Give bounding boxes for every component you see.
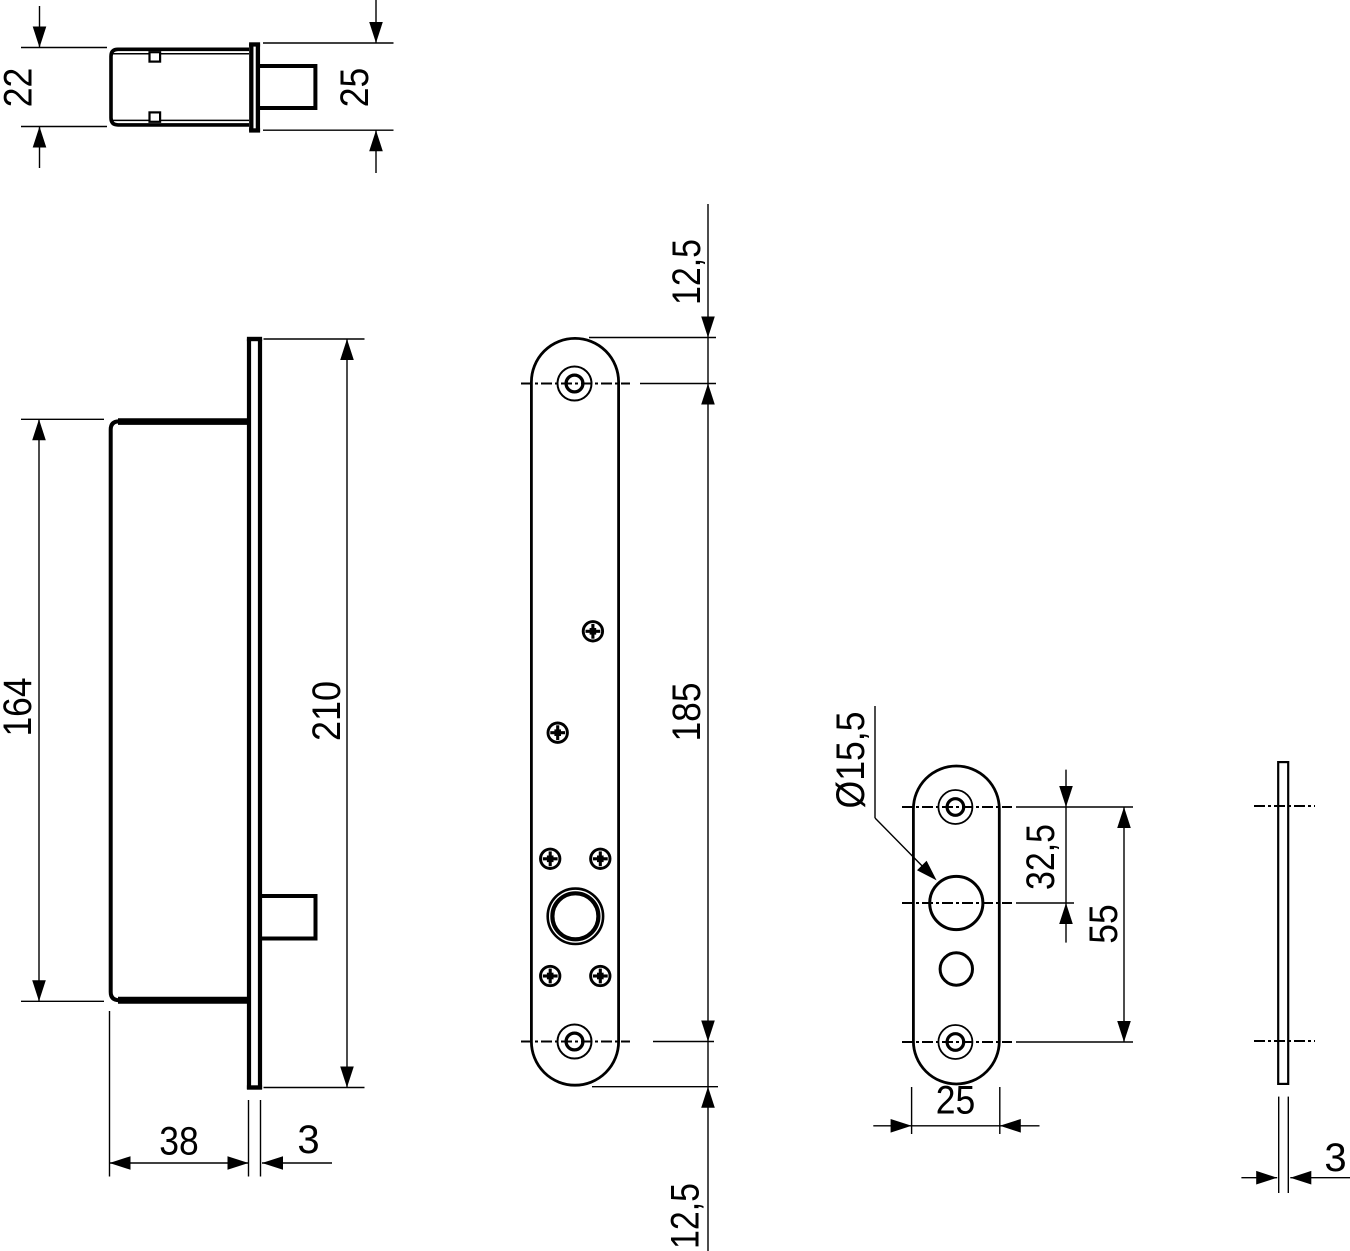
svg-text:12,5: 12,5: [664, 1183, 708, 1249]
svg-text:Ø15,5: Ø15,5: [829, 712, 873, 809]
svg-text:12,5: 12,5: [665, 239, 709, 305]
svg-text:38: 38: [159, 1120, 199, 1164]
svg-text:3: 3: [297, 1118, 319, 1162]
svg-text:210: 210: [305, 681, 349, 741]
svg-text:25: 25: [333, 68, 377, 108]
svg-text:22: 22: [0, 68, 41, 108]
svg-text:55: 55: [1082, 904, 1126, 944]
svg-text:25: 25: [936, 1079, 976, 1123]
svg-text:32,5: 32,5: [1019, 824, 1063, 890]
svg-text:185: 185: [665, 683, 709, 742]
svg-text:164: 164: [0, 678, 40, 737]
svg-text:3: 3: [1324, 1136, 1346, 1180]
